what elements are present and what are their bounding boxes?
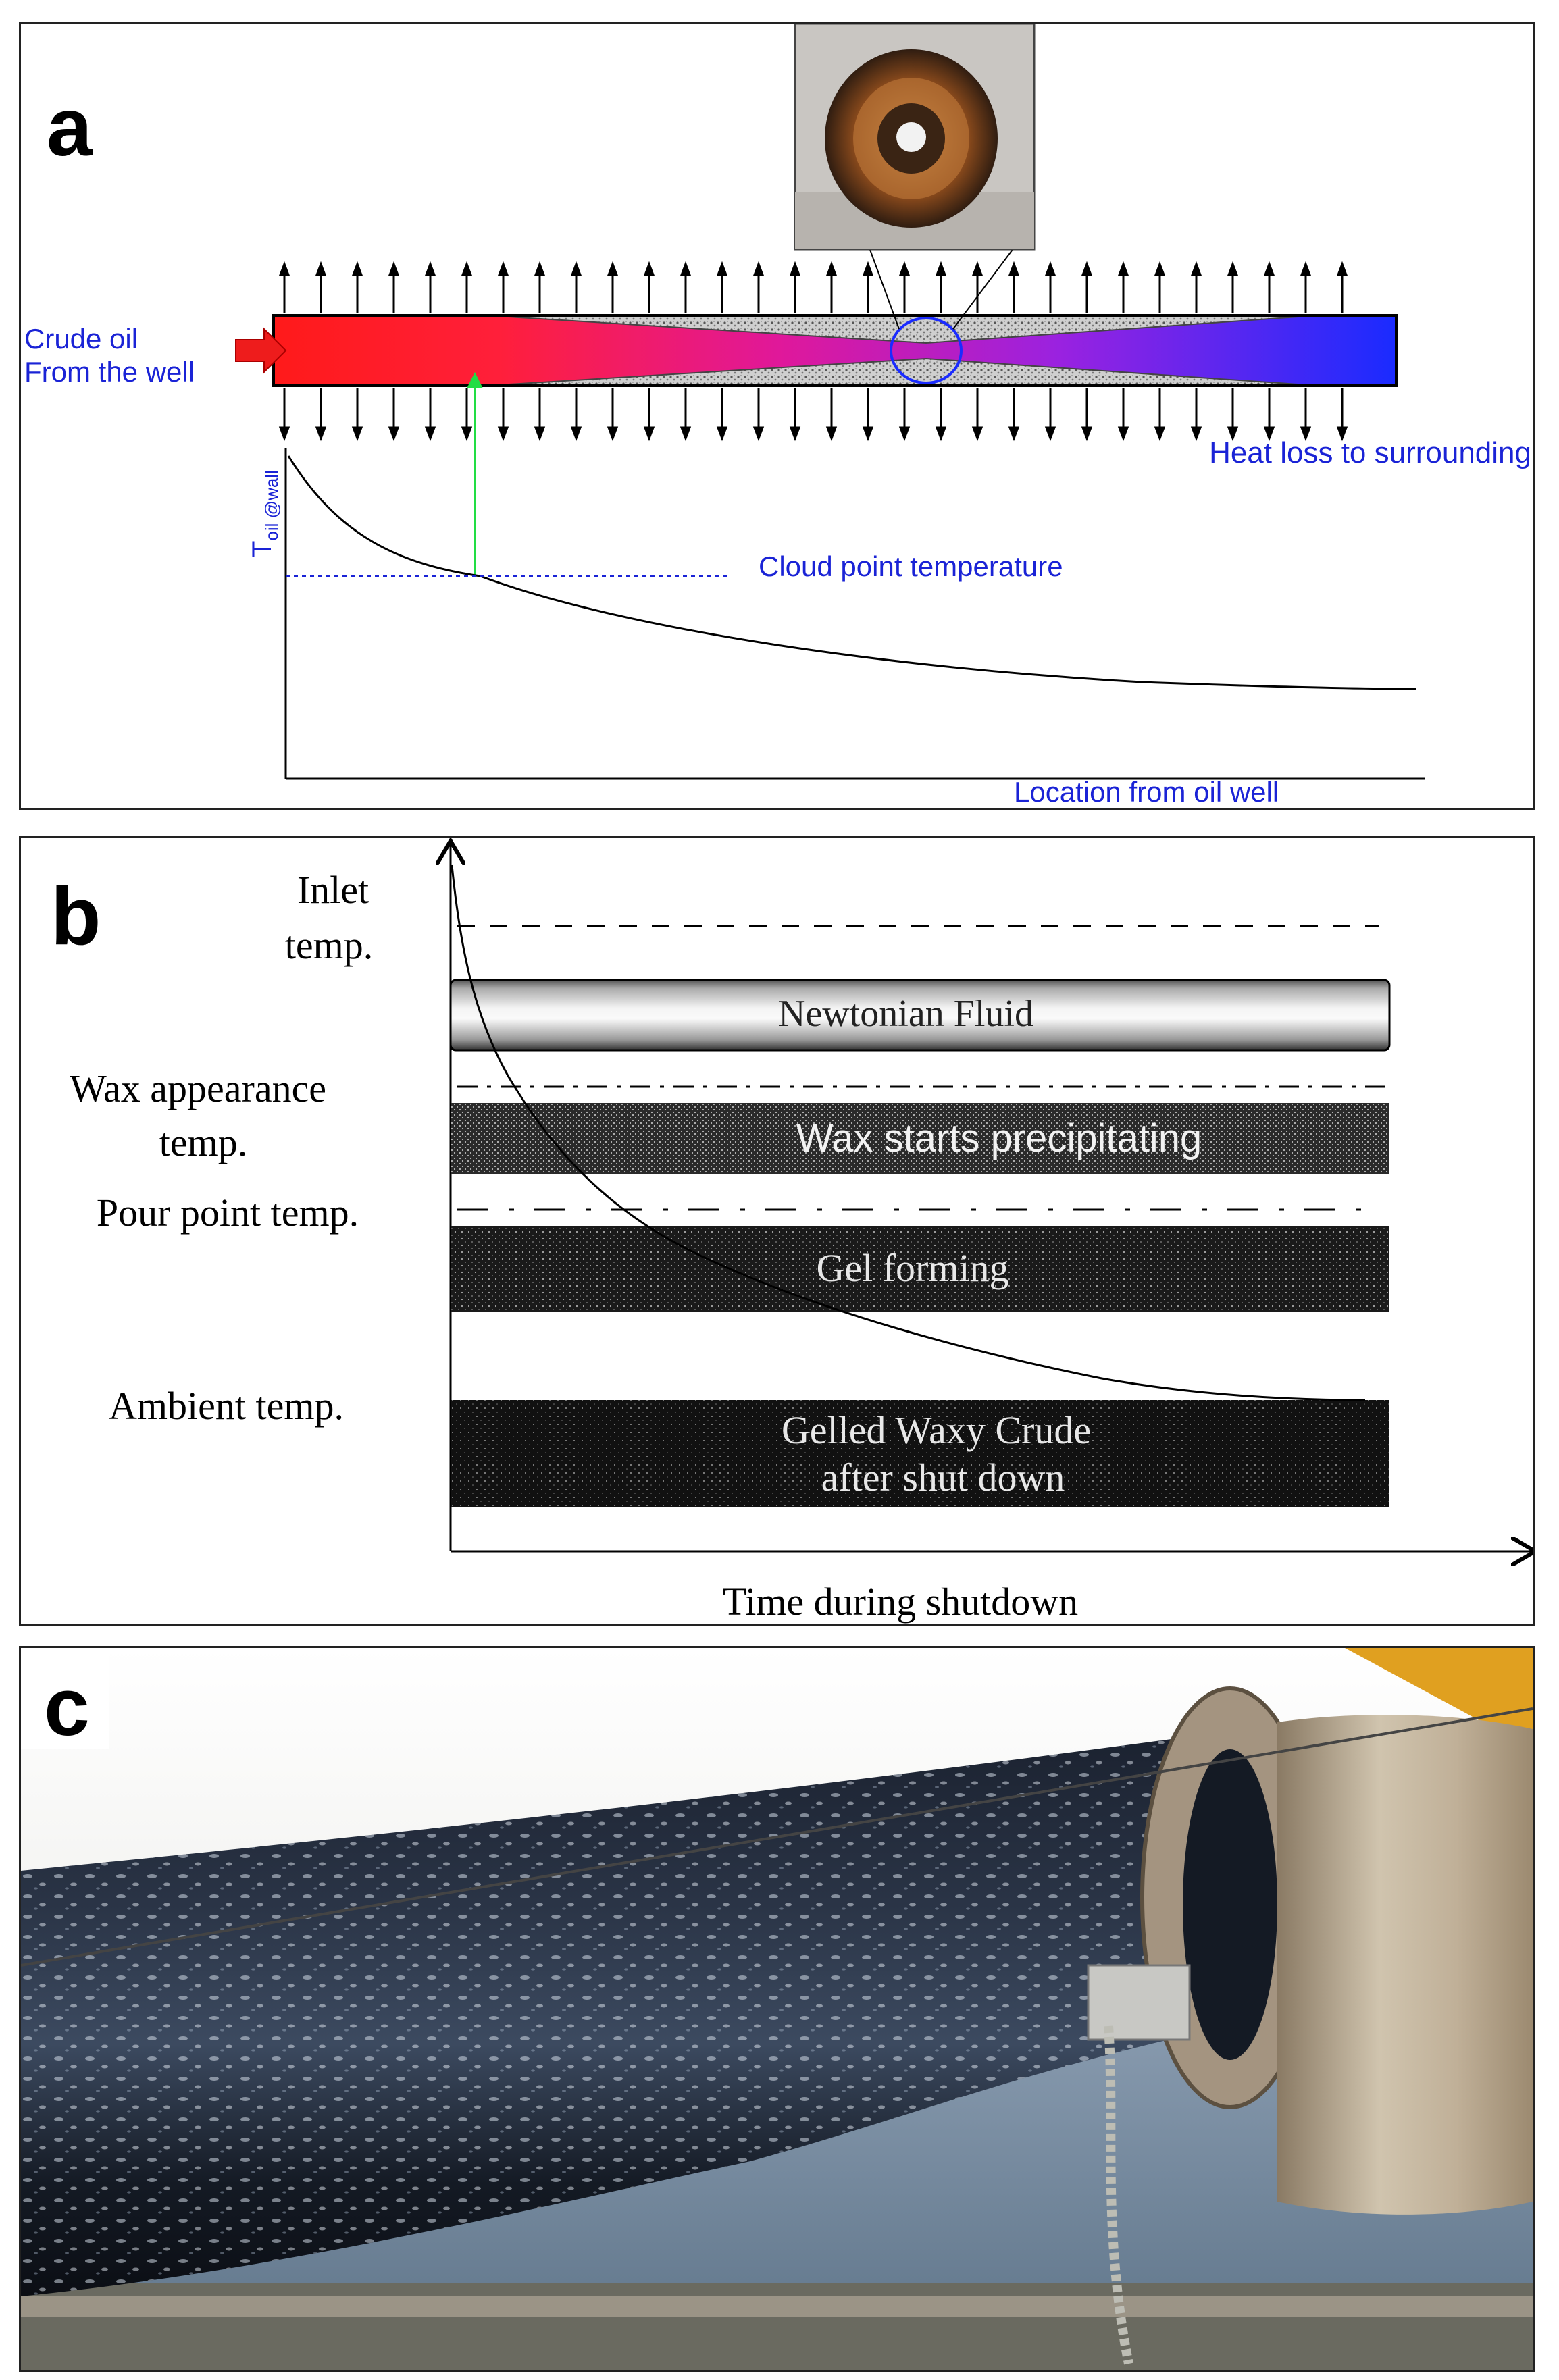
heat-loss-arrows-top: [278, 261, 1348, 313]
temp-label-inlet-line1: Inlet: [297, 868, 369, 912]
wax-cross-section-photo: [794, 24, 1036, 251]
band-gel-forming: [451, 1226, 1389, 1312]
panel-b: b: [19, 836, 1535, 1626]
temp-label-ambient: Ambient temp.: [109, 1384, 344, 1428]
band-label-gelled-line1: Gelled Waxy Crude: [782, 1408, 1091, 1452]
panel-a-letter: a: [47, 81, 93, 173]
panel-b-letter: b: [51, 870, 101, 962]
wall-temperature-curve: [287, 455, 1417, 690]
x-axis-label: Time during shutdown: [723, 1580, 1078, 1624]
steel-pipe-section: [1277, 1715, 1533, 2215]
clamp: [1087, 1964, 1191, 2041]
waxy-pipe-photo: [21, 1648, 1533, 2370]
shutdown-phase-diagram: Newtonian Fluid Wax starts precipitating…: [70, 838, 1533, 1624]
band-label-newtonian: Newtonian Fluid: [778, 993, 1033, 1035]
pipeline-cooling-diagram: Crude oil From the well Heat loss to sur…: [24, 24, 1531, 808]
temp-label-inlet-line2: temp.: [285, 923, 373, 967]
heat-loss-arrows-bottom: [278, 388, 1348, 442]
panel-c: c: [19, 1646, 1535, 2372]
temp-label-wax-line2: temp.: [159, 1120, 247, 1164]
temp-label-pour-point: Pour point temp.: [97, 1191, 359, 1235]
inlet-label-line1: Crude oil: [24, 323, 138, 355]
temp-label-wax-line1: Wax appearance: [70, 1066, 326, 1110]
band-label-gel-forming: Gel forming: [816, 1246, 1008, 1290]
x-axis-label: Location from oil well: [1014, 776, 1279, 808]
band-newtonian-fluid: [449, 979, 1391, 1052]
inlet-label-line2: From the well: [24, 356, 195, 388]
cloud-point-marker-arrow: [467, 372, 483, 388]
panel-c-letter: c: [44, 1661, 90, 1753]
band-gelled-crude: [451, 1400, 1389, 1507]
magnifier-circle: [890, 317, 963, 384]
panel-a: a: [19, 22, 1535, 810]
svg-text:Toil @wall: Toil @wall: [247, 470, 282, 557]
cloud-point-label: Cloud point temperature: [759, 550, 1063, 582]
cooling-curve: [451, 864, 1366, 1401]
band-label-gelled-line2: after shut down: [821, 1455, 1065, 1499]
band-wax-precipitating: [451, 1103, 1389, 1174]
heat-loss-label: Heat loss to surrounding: [1209, 436, 1531, 469]
inlet-arrow: [235, 327, 287, 374]
chain: [1104, 2025, 1133, 2365]
band-label-wax-precipitating: Wax starts precipitating: [796, 1116, 1202, 1160]
y-axis-label: Toil @wall: [247, 470, 282, 557]
cable: [21, 1707, 1533, 1967]
